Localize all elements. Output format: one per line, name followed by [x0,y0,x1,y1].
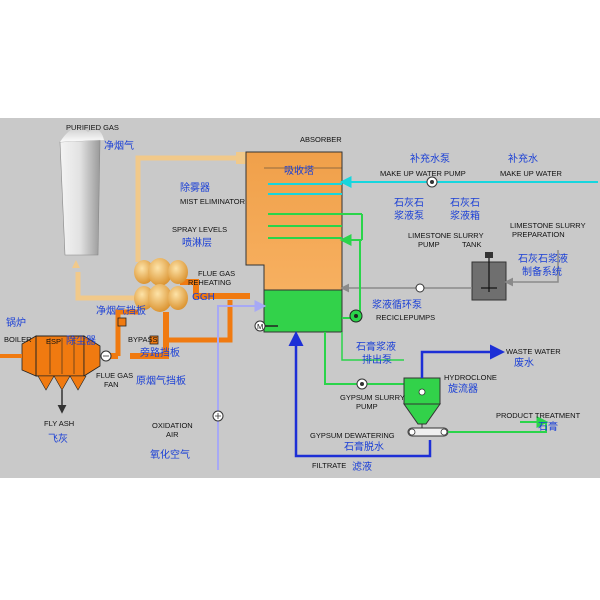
waste-water-label: WASTE WATER [506,347,561,356]
product-cn-label: 石膏 [538,420,558,433]
belt-filter-icon [407,427,449,437]
makeup-pump-cn-label: 补充水泵 [410,152,450,165]
gypsum-pump-cn-label: 石膏浆液 排出泵 [356,340,399,366]
filtrate-line [288,331,432,458]
limestone-prep-cn-2: 制备系统 [522,265,562,278]
filtrate-cn-label: 滤液 [352,460,372,473]
agitator-icon [471,252,507,301]
raw-gas-duct-lower [166,300,233,343]
waste-water-cn-label: 废水 [514,356,534,369]
gypsum-pump-en-2: PUMP [356,402,378,411]
limestone-pump-en-1: LIMESTONE SLURRY [408,231,484,240]
flue-gas-reheating-label: FLUE GAS REHEATING [188,269,237,287]
esp-label: ESP [46,337,61,346]
chimney-icon [59,127,104,256]
filtrate-label: FILTRATE [312,461,346,470]
damper-icon [149,335,159,345]
limestone-pump-cn-label: 石灰石 浆液泵 [394,196,427,222]
esp-icon [21,335,101,391]
limestone-tank-cn-1: 石灰石 [450,196,480,209]
purified-gas-cn-label: 净烟气 [104,139,134,152]
pump-icon [415,283,425,293]
gypsum-pump-cn-2: 排出泵 [362,353,392,366]
fly-ash-label: FLY ASH [44,419,74,428]
gypsum-pump-cn-1: 石膏浆液 [356,340,396,353]
motor-m-label: M [257,322,263,331]
product-treatment-label: PRODUCT TREATMENT [496,411,581,420]
pump-icon [356,378,368,390]
bypass-damper-cn-label: 旁路挡板 [140,346,180,359]
hydroclone-cn-label: 旋流器 [448,382,478,395]
esp-cn-label: 除尘器 [66,334,96,347]
ggh-icon [134,258,188,312]
limestone-pump-label: LIMESTONE SLURRY PUMP TANK [408,231,486,249]
limestone-tank-cn-2: 浆液箱 [450,209,480,222]
limestone-tank-cn-label: 石灰石 浆液箱 [450,196,483,222]
damper-icon [117,317,127,327]
mist-eliminator-label: MIST ELIMINATOR [180,197,246,206]
limestone-prep-label: LIMESTONE SLURRY PREPARATION [510,221,588,239]
limestone-pump-en-2: PUMP [418,240,440,249]
flue-reheat-en-1: FLUE GAS [198,269,235,278]
raw-damper-cn-label: 原烟气挡板 [136,374,186,387]
chimney-inlet-arrow [72,260,80,268]
absorber-cn-label: 吸收塔 [284,164,314,177]
ggh-label: GGH [192,292,215,303]
gypsum-pump-label: GYPSUM SLURRY PUMP [340,393,407,411]
clean-gas-duct-to-chimney [75,272,140,301]
flue-fan-en-2: FAN [104,380,119,389]
purified-damper-cn-label: 净烟气挡板 [96,304,146,317]
boiler-label: BOILER [4,335,32,344]
hydroclone-return-line [341,332,404,361]
oxidation-air-cn-label: 氧化空气 [150,448,190,461]
waste-water-line [420,344,505,378]
oxidation-air-label: OXIDATION AIR [152,421,195,439]
makeup-water-cn-label: 补充水 [508,152,538,165]
spray-levels-label: SPRAY LEVELS [172,225,227,234]
pump-icon [349,309,363,323]
limestone-prep-feed [504,250,559,287]
oxidation-en-2: AIR [166,430,179,439]
limestone-prep-cn-label: 石灰石浆液 制备系统 [518,252,571,278]
limestone-pump-cn-2: 浆液泵 [394,209,424,222]
pump-icon [426,176,438,188]
spray-levels-cn-label: 喷淋层 [182,236,212,249]
limestone-pump-cn-1: 石灰石 [394,196,424,209]
flue-gas-fan-label: FLUE GAS FAN [96,371,135,389]
makeup-water-label: MAKE UP WATER [500,169,563,178]
absorber-tower [245,151,343,333]
bypass-label: BYPASS [128,335,157,344]
fan-icon [212,410,224,422]
raw-gas-duct-bypass [115,309,138,356]
gypsum-pump-en-1: GYPSUM SLURRY [340,393,405,402]
flue-reheat-en-2: REHEATING [188,278,231,287]
gypsum-slurry-line [324,332,414,385]
purified-gas-label: PURIFIED GAS [66,123,119,132]
gypsum-dewatering-label: GYPSUM DEWATERING [310,431,395,440]
recycle-pumps-cn-label: 浆液循环泵 [372,298,422,311]
gypsum-dewatering-cn-label: 石膏脱水 [344,440,384,453]
recycle-pumps-label: RECICLEPUMPS [376,313,435,322]
hydroclone-icon [403,377,441,425]
boiler-cn-label: 锅炉 [6,317,26,329]
flue-fan-en-1: FLUE GAS [96,371,133,380]
limestone-prep-cn-1: 石灰石浆液 [518,252,568,265]
fan-icon [100,350,112,362]
absorber-label: ABSORBER [300,135,342,144]
oxidation-en-1: OXIDATION [152,421,193,430]
hydroclone-label: HYDROCLONE [444,373,497,382]
mist-eliminator-cn-label: 除雾器 [180,181,210,194]
clean-gas-duct-from-absorber [135,155,252,262]
limestone-prep-en-1: LIMESTONE SLURRY [510,221,586,230]
limestone-tank-en: TANK [462,240,481,249]
raw-gas-duct-to-ggh [130,312,169,359]
raw-gas-duct-ggh-to-absorber [180,279,250,299]
limestone-prep-en-2: PREPARATION [512,230,565,239]
fly-ash-cn-label: 飞灰 [48,432,68,445]
makeup-pump-label: MAKE UP WATER PUMP [380,169,466,178]
